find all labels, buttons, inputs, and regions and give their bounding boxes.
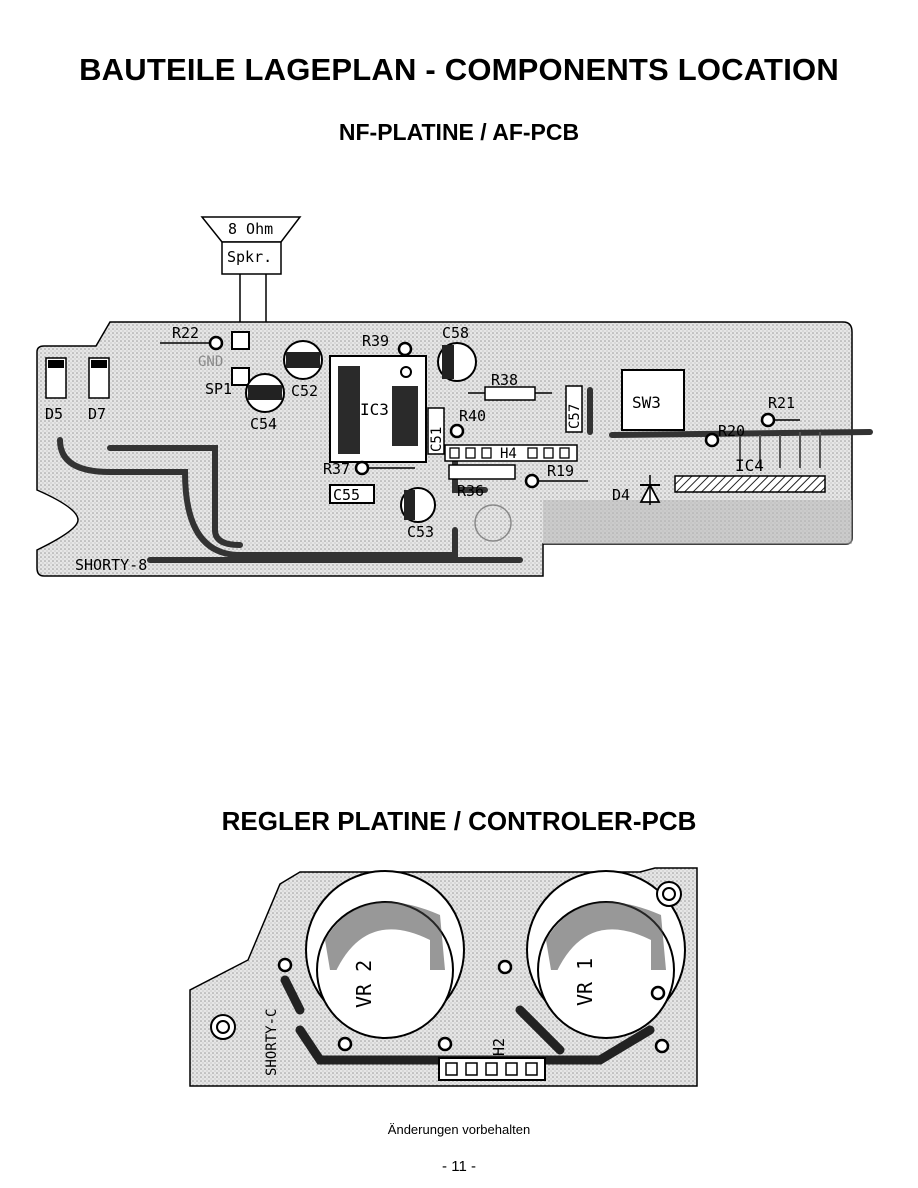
speaker-impedance-label: 8 Ohm [228, 220, 273, 238]
r36-label: R36 [457, 482, 484, 500]
sw3-label: SW3 [632, 393, 661, 412]
d7-label: D7 [88, 405, 106, 423]
af-pcb-diagram: 8 Ohm Spkr. D5 D7 R22 GND SP1 C52 C54 IC… [36, 216, 873, 577]
r39-label: R39 [362, 332, 389, 350]
c58-label: C58 [442, 324, 469, 342]
r21-label: R21 [768, 394, 795, 412]
h2-label: H2 [490, 1038, 508, 1056]
c52-label: C52 [291, 382, 318, 400]
vr1-label: VR 1 [573, 958, 597, 1006]
ctrl-board-label: SHORTY-C [264, 1009, 280, 1076]
ctrl-pcb-title: REGLER PLATINE / CONTROLER-PCB [221, 806, 697, 836]
c57-label: C57 [567, 404, 583, 429]
r40-label: R40 [459, 407, 486, 425]
af-board-label: SHORTY-8 [75, 556, 147, 574]
af-pcb-title: NF-PLATINE / AF-PCB [338, 119, 580, 145]
speaker-icon [200, 216, 302, 368]
gnd-label: GND [198, 354, 223, 370]
mounting-hole-icon [210, 1014, 236, 1040]
h4-label: H4 [500, 446, 517, 462]
footer-note: Änderungen vorbehalten [387, 1122, 531, 1137]
r22-label: R22 [172, 324, 199, 342]
mounting-hole-icon [656, 881, 682, 907]
r37-label: R37 [323, 460, 350, 478]
pcb-traces [57, 387, 873, 563]
r19-label: R19 [547, 462, 574, 480]
page-title: BAUTEILE LAGEPLAN - COMPONENTS LOCATION [79, 52, 839, 87]
d5-label: D5 [45, 405, 63, 423]
ctrl-pcb-diagram: VR 2 VR 1 H2 SHORTY-C [189, 867, 698, 1087]
r20-label: R20 [718, 422, 745, 440]
speaker-label: Spkr. [227, 248, 272, 266]
c53-label: C53 [407, 523, 434, 541]
vr2-label: VR 2 [352, 960, 376, 1008]
ic4-chip [674, 475, 826, 493]
ic4-label: IC4 [735, 456, 764, 475]
d4-diode-icon [639, 475, 661, 505]
ic3-label: IC3 [360, 400, 389, 419]
sp1-label: SP1 [205, 380, 232, 398]
c55-label: C55 [333, 486, 360, 504]
c51-label: C51 [429, 427, 445, 452]
page-number: - 11 - [442, 1158, 476, 1175]
c54-label: C54 [250, 415, 277, 433]
d4-label: D4 [612, 486, 630, 504]
r38-label: R38 [491, 371, 518, 389]
